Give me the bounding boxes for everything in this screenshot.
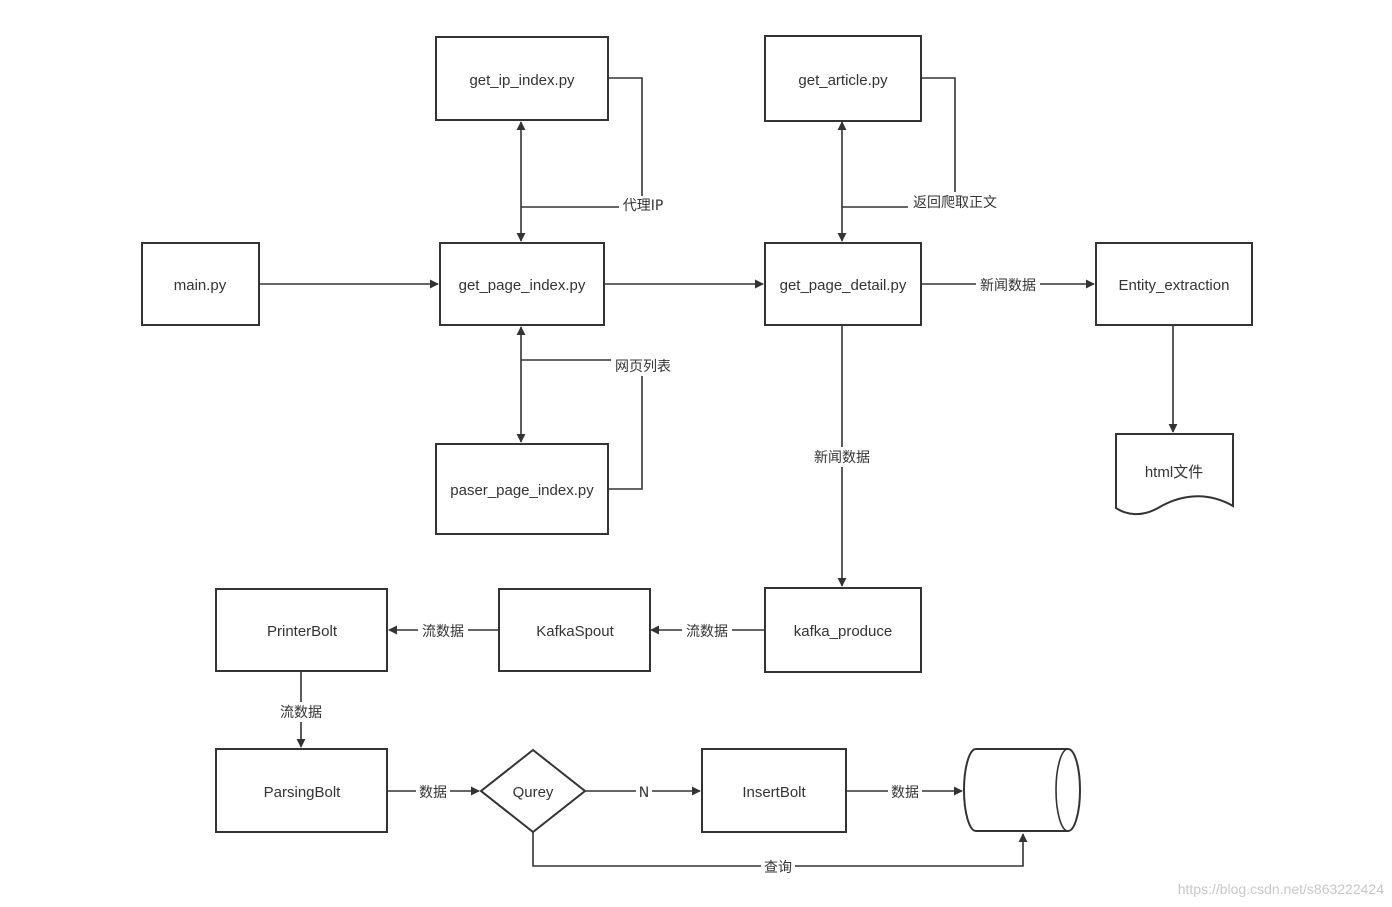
database-cylinder-icon — [963, 748, 1081, 832]
node-get-ip-index[interactable]: get_ip_index.py — [435, 36, 609, 121]
document-shape — [1115, 433, 1234, 515]
node-html-file-label: html文件 — [1145, 464, 1203, 481]
edge-label-data-parsing: 数据 — [419, 785, 447, 801]
node-insert-bolt[interactable]: InsertBolt — [701, 748, 847, 833]
node-paser-page-index[interactable]: paser_page_index.py — [435, 443, 609, 535]
node-get-article[interactable]: get_article.py — [764, 35, 922, 122]
edge-label-data-insert: 数据 — [891, 785, 919, 801]
node-get-page-index-label: get_page_index.py — [459, 277, 586, 294]
edge-label-query-no: N — [639, 785, 649, 801]
node-qurey-label: Qurey — [513, 784, 554, 801]
node-get-page-detail-label: get_page_detail.py — [780, 277, 907, 294]
edge-proxy-ip-loop — [521, 77, 643, 208]
node-insert-bolt-label: InsertBolt — [742, 784, 806, 801]
node-database[interactable] — [963, 748, 1081, 832]
edge-label-page-list: 网页列表 — [615, 359, 671, 375]
node-kafka-spout[interactable]: KafkaSpout — [498, 588, 651, 672]
node-get-page-detail[interactable]: get_page_detail.py — [764, 242, 922, 326]
node-entity-extraction-label: Entity_extraction — [1119, 277, 1230, 294]
decision-diamond — [479, 748, 587, 834]
nodes: main.py get_ip_index.py get_page_index.p… — [141, 35, 1253, 834]
node-main-label: main.py — [174, 277, 227, 294]
edge-label-stream-kafka: 流数据 — [686, 624, 728, 640]
edges — [259, 77, 1178, 867]
node-get-ip-index-label: get_ip_index.py — [469, 72, 575, 89]
node-entity-extraction[interactable]: Entity_extraction — [1095, 242, 1253, 326]
edge-label-stream-printer: 流数据 — [280, 705, 322, 721]
watermark-text: https://blog.csdn.net/s863222424 — [1178, 881, 1384, 897]
edge-label-return-article: 返回爬取正文 — [913, 195, 997, 211]
edge-labels: 代理IP 网页列表 返回爬取正文 新闻数据 新闻数据 流数据 流数据 流数据 数… — [276, 192, 1040, 877]
node-qurey[interactable]: Qurey — [479, 748, 587, 834]
node-kafka-produce[interactable]: kafka_produce — [764, 587, 922, 673]
node-kafka-produce-label: kafka_produce — [794, 623, 892, 640]
edge-label-proxy-ip: 代理IP — [623, 198, 664, 214]
node-parsing-bolt[interactable]: ParsingBolt — [215, 748, 388, 833]
edge-label-query-back: 查询 — [764, 860, 792, 876]
node-printer-bolt-label: PrinterBolt — [267, 623, 338, 640]
node-get-article-label: get_article.py — [798, 72, 888, 89]
edge-label-news-data-right: 新闻数据 — [980, 278, 1036, 294]
node-printer-bolt[interactable]: PrinterBolt — [215, 588, 388, 672]
node-main[interactable]: main.py — [141, 242, 260, 326]
node-paser-page-index-label: paser_page_index.py — [450, 482, 594, 499]
edge-page-list-loop — [521, 359, 643, 490]
node-parsing-bolt-label: ParsingBolt — [264, 784, 342, 801]
node-get-page-index[interactable]: get_page_index.py — [439, 242, 605, 326]
database-cylinder-end — [1055, 748, 1069, 832]
edge-label-news-data-down: 新闻数据 — [814, 450, 870, 466]
node-html-file[interactable]: html文件 — [1115, 433, 1234, 515]
edge-return-article-loop — [842, 77, 956, 208]
node-kafka-spout-label: KafkaSpout — [536, 623, 614, 640]
edge-label-stream-spout: 流数据 — [422, 624, 464, 640]
